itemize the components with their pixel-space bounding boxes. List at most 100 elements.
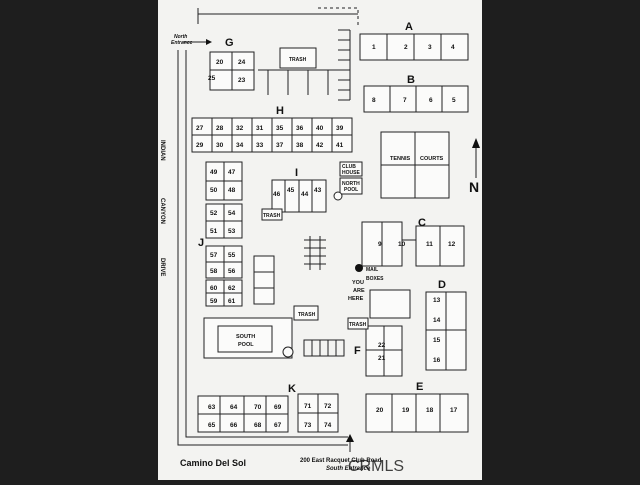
unit-c12: 12 xyxy=(448,241,456,248)
unit-a2: 2 xyxy=(404,44,408,51)
unit-i44: 44 xyxy=(301,191,309,198)
unit-h41: 41 xyxy=(336,142,344,149)
unit-k64: 64 xyxy=(230,404,238,411)
unit-c10: 10 xyxy=(398,241,406,248)
unit-k67: 67 xyxy=(274,422,282,429)
south-label: SOUTH xyxy=(236,334,255,340)
unit-d16: 16 xyxy=(433,357,441,364)
trash-center xyxy=(261,208,283,221)
indian-canyon-drive-label: INDIAN CANYON DRIVE xyxy=(159,140,165,276)
unit-j57: 57 xyxy=(210,252,218,259)
building-letter-a: A xyxy=(405,21,413,33)
watermark: CRMLS xyxy=(348,458,404,475)
building-a: A 1 2 3 4 xyxy=(359,21,469,61)
unit-g24: 24 xyxy=(238,59,246,66)
mail-label: MAIL xyxy=(366,267,378,273)
unit-c11: 11 xyxy=(426,241,433,248)
pool-label: POOL xyxy=(344,187,358,193)
unit-j54: 54 xyxy=(228,210,236,217)
pool-label-south: POOL xyxy=(238,342,254,348)
unit-k68: 68 xyxy=(254,422,262,429)
unit-j56: 56 xyxy=(228,268,236,275)
you-are-here-marker xyxy=(355,264,363,272)
unit-c9: 9 xyxy=(378,241,382,248)
courts-label: COURTS xyxy=(420,156,444,162)
unit-f21: 21 xyxy=(378,355,386,362)
unit-k71: 71 xyxy=(304,403,312,410)
building-letter-f: F xyxy=(354,345,361,357)
building-f: F 22 21 xyxy=(354,289,411,377)
unit-j47: 47 xyxy=(228,169,236,176)
trash-north xyxy=(279,47,317,69)
unit-k70: 70 xyxy=(254,404,262,411)
unit-i46: 46 xyxy=(273,191,281,198)
unit-h40: 40 xyxy=(316,125,324,132)
building-letter-k: K xyxy=(288,383,296,395)
building-j: J 49 47 50 48 52 54 51 53 57 55 58 56 60… xyxy=(198,161,275,307)
unit-h29: 29 xyxy=(196,142,204,149)
unit-h33: 33 xyxy=(256,142,264,149)
unit-j59: 59 xyxy=(210,298,218,305)
building-e: E 20 19 18 17 xyxy=(365,381,469,433)
unit-h36: 36 xyxy=(296,125,304,132)
unit-b6: 6 xyxy=(429,97,433,104)
spa-south xyxy=(282,346,294,358)
unit-h32: 32 xyxy=(236,125,244,132)
building-letter-h: H xyxy=(276,105,284,117)
unit-k66: 66 xyxy=(230,422,238,429)
are-label: ARE xyxy=(353,288,365,294)
parking-stalls-north xyxy=(258,29,351,101)
unit-a4: 4 xyxy=(451,44,455,51)
north-pool xyxy=(339,177,363,195)
unit-e18: 18 xyxy=(426,407,434,414)
unit-k69: 69 xyxy=(274,404,282,411)
unit-k72: 72 xyxy=(324,403,332,410)
carports-south xyxy=(303,339,345,357)
unit-h35: 35 xyxy=(276,125,284,132)
unit-h28: 28 xyxy=(216,125,224,132)
building-letter-c: C xyxy=(418,217,426,229)
unit-j52: 52 xyxy=(210,210,218,217)
unit-h31: 31 xyxy=(256,125,264,132)
unit-a3: 3 xyxy=(428,44,432,51)
north-arrow-head xyxy=(472,138,480,148)
unit-h30: 30 xyxy=(216,142,224,149)
building-k: K 63 64 70 69 65 66 68 67 71 72 73 74 xyxy=(197,383,339,433)
unit-j53: 53 xyxy=(228,228,236,235)
north-entrance-label-1: North xyxy=(174,34,187,40)
boxes-label: BOXES xyxy=(366,276,384,282)
unit-k73: 73 xyxy=(304,422,312,429)
trash-south xyxy=(293,305,319,321)
building-i: I 46 45 44 43 xyxy=(271,167,327,213)
unit-g20: 20 xyxy=(216,59,224,66)
building-g: G 20 24 25 23 xyxy=(208,37,255,91)
unit-k74: 74 xyxy=(324,422,332,429)
building-letter-j: J xyxy=(198,237,204,249)
unit-j48: 48 xyxy=(228,187,236,194)
unit-j51: 51 xyxy=(210,228,218,235)
unit-b8: 8 xyxy=(372,97,376,104)
unit-j58: 58 xyxy=(210,268,218,275)
club-house xyxy=(339,161,363,177)
unit-b7: 7 xyxy=(403,97,407,104)
address-label: 200 East Racquet Club Road xyxy=(300,458,382,464)
building-b: B 8 7 6 5 xyxy=(363,74,469,113)
you-label: YOU xyxy=(352,280,364,286)
building-c: C 9 10 11 12 xyxy=(361,217,465,267)
trash-east-label: TRASH xyxy=(349,322,367,328)
unit-h42: 42 xyxy=(316,142,324,149)
north-entrance-arrowhead xyxy=(206,39,212,45)
side-road-word-1: INDIAN xyxy=(159,140,165,161)
building-letter-b: B xyxy=(407,74,415,86)
unit-d14: 14 xyxy=(433,317,441,324)
unit-i45: 45 xyxy=(287,187,295,194)
unit-f22: 22 xyxy=(378,342,386,349)
building-f-north-outline xyxy=(369,289,411,319)
building-letter-g: G xyxy=(225,37,234,49)
unit-j49: 49 xyxy=(210,169,218,176)
south-pool xyxy=(217,325,273,353)
unit-k63: 63 xyxy=(208,404,216,411)
unit-j50: 50 xyxy=(210,187,218,194)
unit-j61: 61 xyxy=(228,298,236,305)
building-d: D 13 14 15 16 xyxy=(425,279,467,371)
